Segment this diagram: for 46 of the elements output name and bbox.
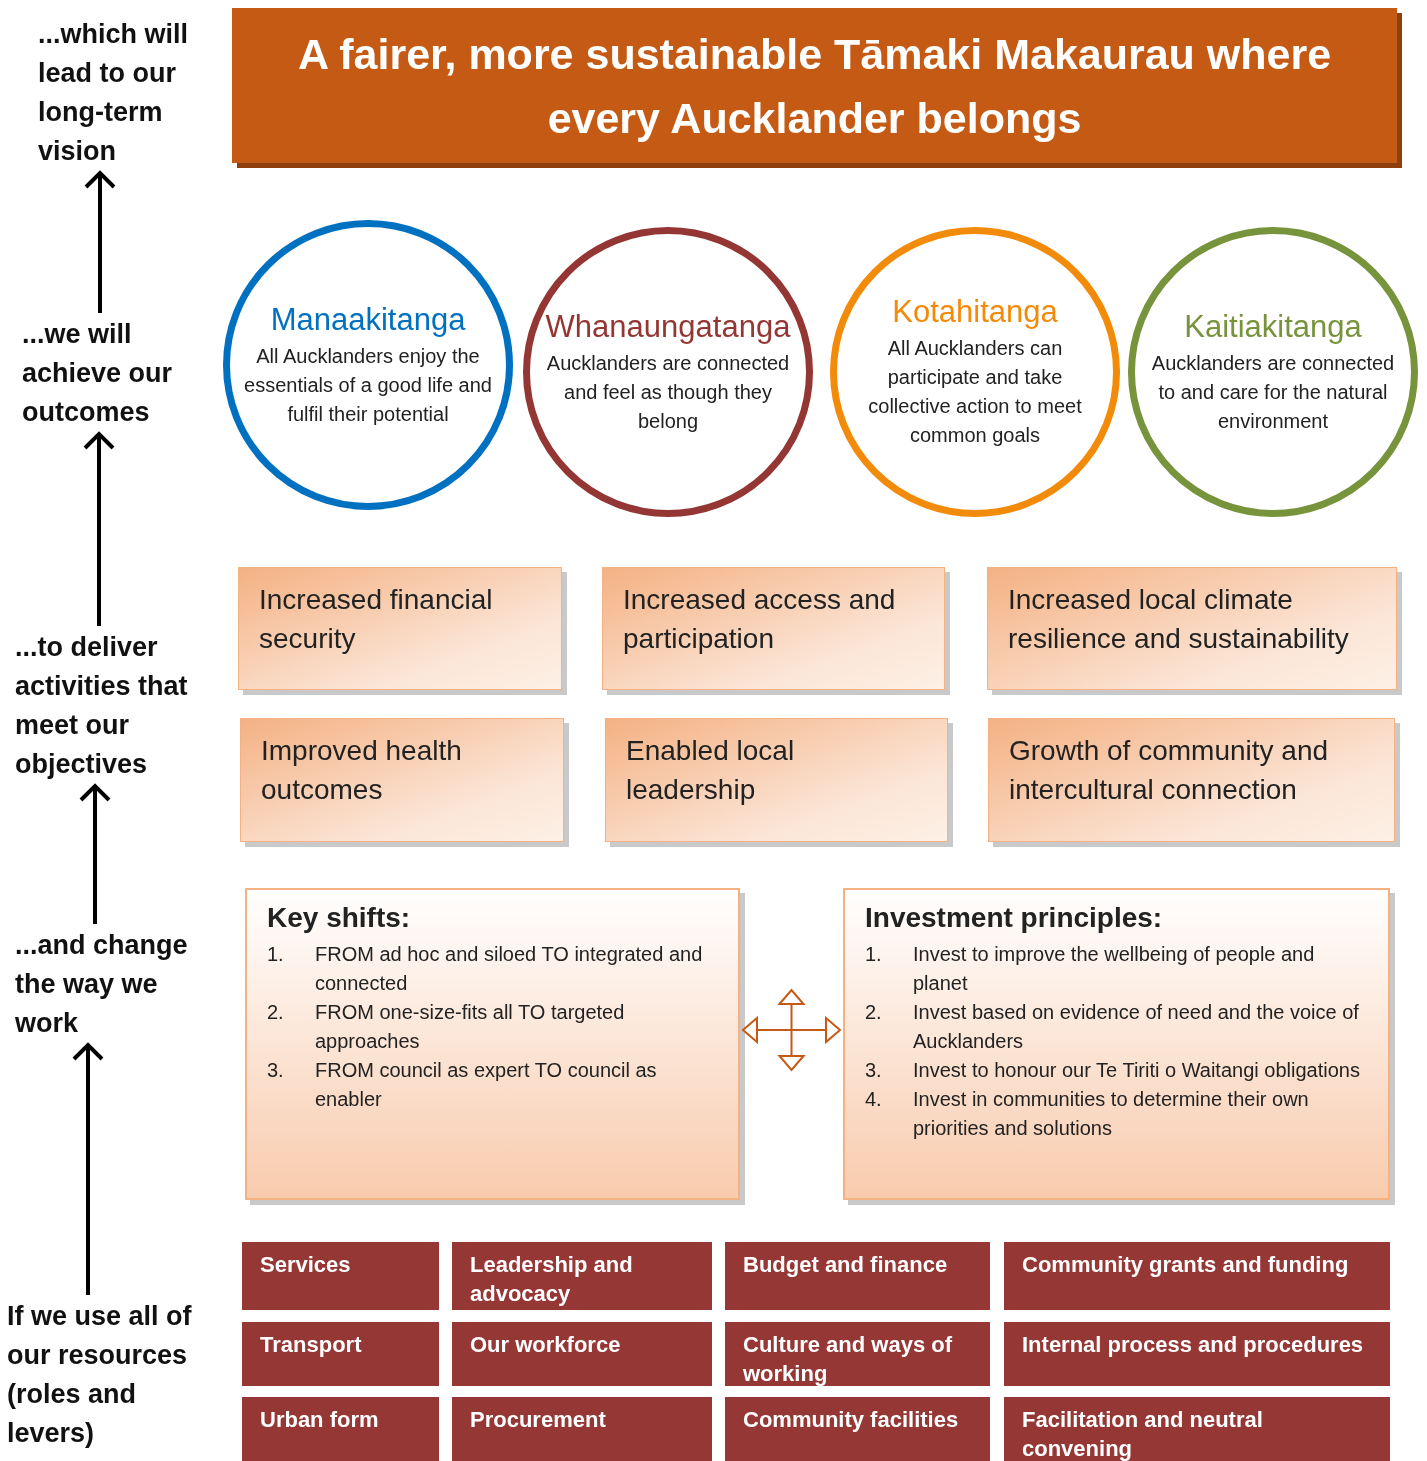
resource-box: Services: [242, 1242, 439, 1310]
outcome-heading: Whanaungatanga: [545, 308, 791, 345]
outcome-heading: Manaakitanga: [270, 301, 466, 338]
resource-box: Transport: [242, 1322, 439, 1386]
resource-box: Urban form: [242, 1397, 439, 1461]
list-item: FROM ad hoc and siloed TO integrated and connected: [315, 942, 704, 996]
resource-box: Facilitation and neutral convening: [1004, 1397, 1390, 1461]
outcome-description: Aucklanders are connected and feel as though they belong: [545, 350, 791, 434]
resource-box: Culture and ways of working: [725, 1322, 990, 1386]
arrow: [72, 1043, 104, 1295]
outcome-description: Aucklanders are connected to and care for the natural environment: [1150, 350, 1396, 434]
list-number: 2.: [865, 1000, 883, 1025]
stage-label: ...we will achieve our outcomes: [22, 315, 212, 432]
resource-box: Leadership and advocacy: [452, 1242, 712, 1310]
resource-box: Our workforce: [452, 1322, 712, 1386]
stage-label: ...to deliver activities that meet our objectives: [15, 628, 220, 784]
stage-label: ...which will lead to our long-term vision: [38, 15, 218, 171]
outcome-description: All Aucklanders enjoy the essentials of a good life and fulfil their potential: [244, 343, 492, 427]
outcome-heading: Kotahitanga: [892, 294, 1058, 330]
arrow: [83, 432, 115, 626]
outcome-heading: Kaitiakitanga: [1184, 308, 1362, 345]
outcome-description: All Aucklanders can participate and take collective action to meet common goals: [867, 336, 1083, 448]
list-number: 2.: [267, 1000, 285, 1025]
list-number: 4.: [865, 1087, 883, 1112]
list-number: 1.: [865, 942, 883, 967]
stage-label: ...and change the way we work: [15, 926, 215, 1043]
arrow: [79, 784, 111, 924]
list-item: Invest based on evidence of need and the voice of Aucklanders: [913, 1000, 1360, 1054]
list-item: Invest in communities to determine their own priorities and solutions: [913, 1087, 1310, 1141]
arrow: [742, 1017, 841, 1043]
stage-label: If we use all of our resources (roles and levers): [7, 1297, 222, 1453]
list-item: Invest to improve the wellbeing of people and planet: [913, 942, 1316, 996]
resource-box: Internal process and procedures: [1004, 1322, 1390, 1386]
resource-box: Budget and finance: [725, 1242, 990, 1310]
list-number: 3.: [267, 1058, 285, 1083]
arrow: [84, 171, 116, 313]
list-item: Invest to honour our Te Tiriti o Waitangi obligations: [913, 1058, 1360, 1083]
resource-box: Community grants and funding: [1004, 1242, 1390, 1310]
panel-heading: Investment principles:: [865, 902, 1164, 934]
list-item: FROM one-size-fits all TO targeted approaches: [315, 1000, 626, 1054]
panel-heading: Key shifts:: [267, 902, 412, 934]
list-number: 1.: [267, 942, 285, 967]
list-item: FROM council as expert TO council as enabler: [315, 1058, 658, 1112]
resource-box: Procurement: [452, 1397, 712, 1461]
list-number: 3.: [865, 1058, 883, 1083]
resource-box: Community facilities: [725, 1397, 990, 1461]
